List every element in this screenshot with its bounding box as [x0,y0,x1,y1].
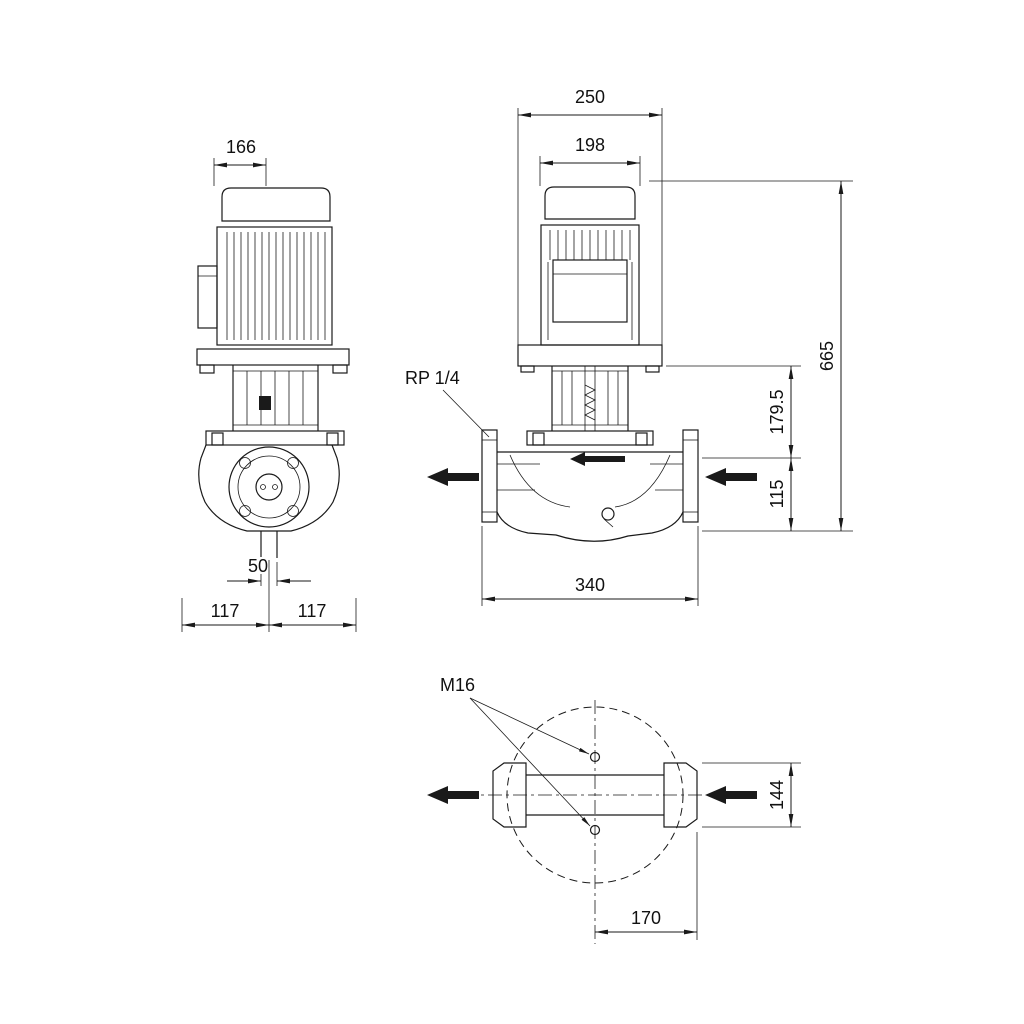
bolt-hole-bottom [589,824,601,836]
dim-label-117-left: 117 [211,601,240,621]
dim-label-198: 198 [575,135,605,155]
terminal-box-front [552,259,628,323]
front-view: 250 198 [405,87,853,606]
flow-arrow-internal [570,452,625,466]
label-rp14: RP 1/4 [405,368,460,388]
bolt-hole-top [589,751,601,763]
dim-label-166: 166 [226,137,256,157]
dim-label-144: 144 [767,780,787,810]
dim-label-170: 170 [631,908,661,928]
dim-label-250: 250 [575,87,605,107]
flow-arrow-outlet-plan [427,786,479,804]
flow-arrow-inlet-plan [705,786,757,804]
dim-label-117-right: 117 [298,601,327,621]
left-port-flange [481,429,498,523]
seal-spring [584,384,596,421]
motor-outline-dashed [506,706,684,884]
right-port-flange [682,429,699,523]
motor-fins-front [547,230,633,340]
flow-arrow-outlet [427,468,479,486]
flow-arrow-inlet [705,468,757,486]
dim-label-50: 50 [248,556,268,576]
coupling-window [259,396,271,410]
dim-label-340: 340 [575,575,605,595]
left-flange-plan [492,762,527,828]
label-m16: M16 [440,675,475,695]
dim-label-665: 665 [817,341,837,371]
dim-label-179-5: 179.5 [767,389,787,434]
motor-fins-side [226,232,326,340]
plan-view: M16 144 170 [427,675,801,944]
drain-plug [601,507,615,521]
right-flange-plan [663,762,698,828]
flange-face [228,446,310,528]
dim-label-115: 115 [767,480,787,509]
side-view: 166 50 117 117 [181,137,357,632]
terminal-box-side [197,265,218,329]
